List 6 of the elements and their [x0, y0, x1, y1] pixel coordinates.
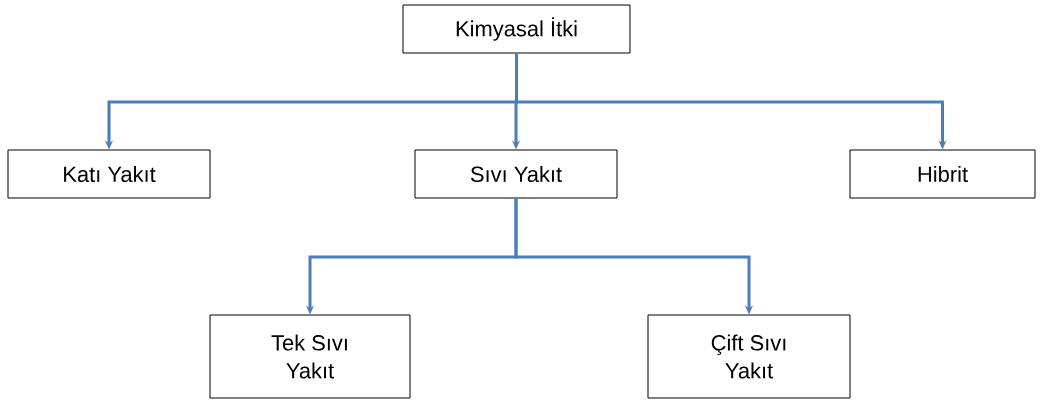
category-box: Hibrit — [849, 149, 1036, 199]
category-box: Tek Sıvı Yakıt — [209, 314, 411, 399]
category-box: Sıvı Yakıt — [414, 149, 618, 199]
category-box: Kimyasal İtki — [402, 4, 631, 54]
category-box: Katı Yakıt — [7, 149, 211, 199]
category-box: Çift Sıvı Yakıt — [647, 314, 851, 399]
